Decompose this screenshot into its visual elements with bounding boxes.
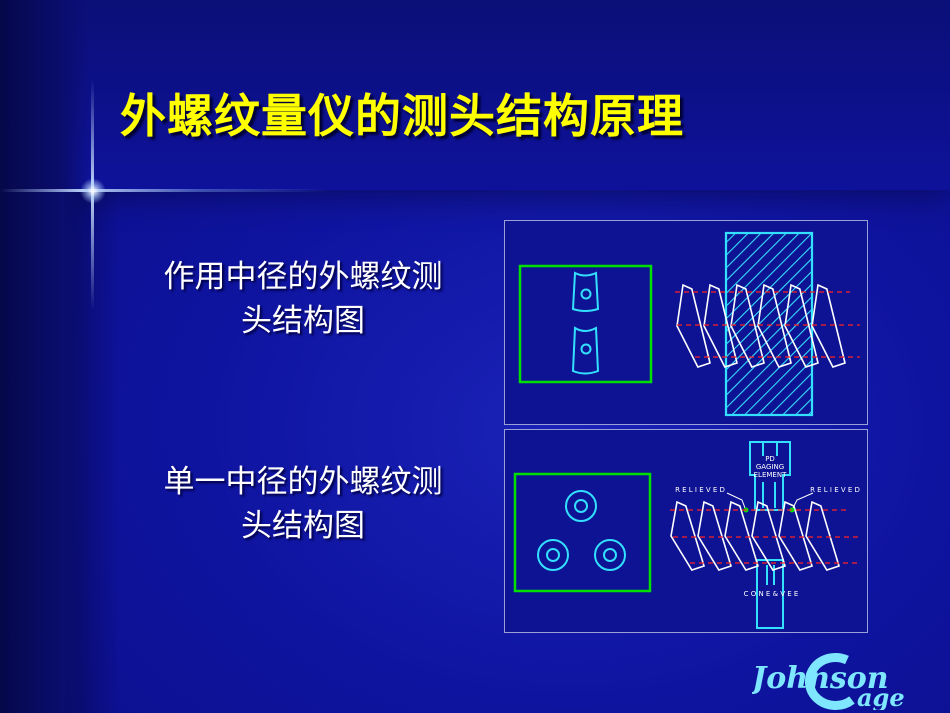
thread-tooth xyxy=(703,283,738,368)
logo-age: age xyxy=(857,683,905,710)
thread-tooth xyxy=(784,283,819,368)
diagram-single-gage: PD GAGING ELEMENT R E L I E V E D R E L … xyxy=(504,429,868,633)
thread-tooth xyxy=(751,500,786,571)
johnson-gage-logo: Johnson age xyxy=(752,653,905,710)
label-element: ELEMENT xyxy=(754,471,787,479)
pitch-lines xyxy=(670,509,860,564)
diagram-functional-svg xyxy=(518,231,860,417)
thread-tooth xyxy=(730,283,765,368)
thread-tooth xyxy=(805,500,840,571)
caption-single-pitch: 单一中径的外螺纹测 头结构图 xyxy=(128,460,478,548)
hatched-gaging-block xyxy=(724,231,814,417)
thread-tooth xyxy=(697,500,732,571)
caption-functional-pitch: 作用中径的外螺纹测 头结构图 xyxy=(128,255,478,343)
thread-tooth xyxy=(811,283,846,368)
label-pd: PD xyxy=(765,455,775,463)
anvil-bottom xyxy=(571,326,600,375)
sparkle-star-icon xyxy=(80,178,106,204)
thread-tooth xyxy=(757,283,792,368)
caption-line: 单一中径的外螺纹测 xyxy=(163,464,443,500)
label-relieved-left: R E L I E V E D xyxy=(675,486,725,494)
thread-tooth xyxy=(676,283,711,368)
thread-tooth xyxy=(778,500,813,571)
caption-line: 头结构图 xyxy=(241,303,365,339)
title-band xyxy=(0,0,950,190)
thread-tooth xyxy=(724,500,759,571)
thread-tooth xyxy=(670,500,705,571)
diagram-single-svg: PD GAGING ELEMENT R E L I E V E D R E L … xyxy=(513,441,860,629)
label-relieved-right: R E L I E V E D xyxy=(810,486,860,494)
slide-title: 外螺纹量仪的测头结构原理 xyxy=(120,89,684,143)
logo-johnson: Johnson xyxy=(752,661,889,696)
green-frame xyxy=(513,472,652,593)
diagram-functional-gage xyxy=(504,220,868,425)
thread-profile xyxy=(676,283,846,368)
sparkle-horizontal xyxy=(0,189,330,192)
thread-profile xyxy=(670,500,840,571)
left-band xyxy=(0,0,90,713)
pitch-lines xyxy=(675,291,860,358)
anvil-top xyxy=(571,271,600,312)
green-frame xyxy=(518,264,653,384)
caption-line: 作用中径的外螺纹测 xyxy=(163,259,443,295)
logo-g-arc xyxy=(804,653,855,710)
label-gaging: GAGING xyxy=(756,463,784,471)
caption-line: 头结构图 xyxy=(241,508,365,544)
relieved-pointers xyxy=(726,492,814,509)
label-cone-vee: C O N E & V E E xyxy=(744,590,799,598)
cone-vee-element xyxy=(756,559,784,629)
ball-anvils xyxy=(537,490,626,571)
